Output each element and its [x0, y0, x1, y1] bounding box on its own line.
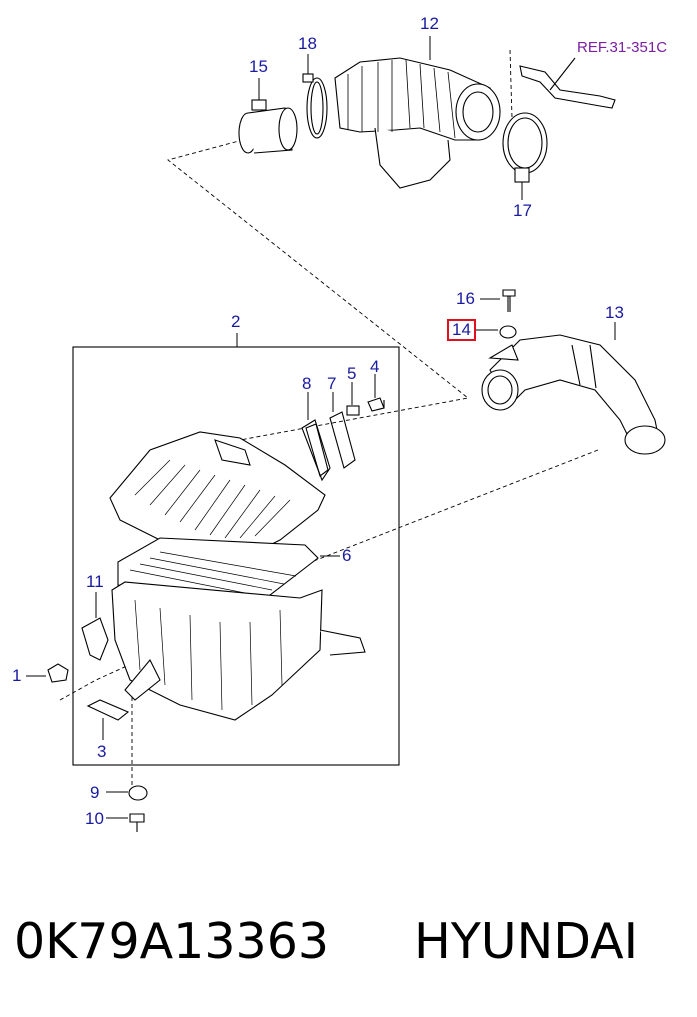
callout-17: 17 [513, 201, 532, 220]
callout-8: 8 [302, 374, 312, 393]
grommet-9 [128, 785, 148, 801]
callout-12: 12 [420, 14, 439, 33]
air-cleaner-assembly-frame [72, 346, 400, 766]
air-intake-hose [334, 57, 501, 189]
callout-10: 10 [85, 809, 104, 828]
ref-breather-hose [519, 57, 616, 109]
callout-3: 3 [97, 742, 107, 761]
grommet-5 [346, 405, 360, 416]
callout-14: 14 [452, 320, 471, 339]
gasket-8 [301, 419, 331, 482]
screw-4 [367, 397, 385, 412]
ref-label: REF.31-351C [577, 39, 668, 56]
air-duct-hose [481, 334, 666, 455]
callout-13: 13 [605, 303, 624, 322]
callout-2: 2 [231, 312, 241, 331]
callout-4: 4 [370, 357, 380, 376]
hose-clamp-17 [502, 112, 548, 183]
pad-3 [86, 699, 130, 721]
bracket-11 [81, 617, 109, 661]
callout-15: 15 [249, 57, 268, 76]
callout-6: 6 [342, 546, 352, 565]
brand-name: HYUNDAI [414, 913, 639, 970]
part-number: 0K79A13363 [14, 913, 330, 970]
hose-clamp-18 [302, 73, 328, 139]
seal-7 [329, 411, 356, 469]
callout-18: 18 [298, 34, 317, 53]
air-flow-sensor-part [238, 99, 298, 154]
nut-1 [47, 663, 69, 683]
callout-11: 11 [86, 572, 104, 591]
bolt-16 [502, 289, 516, 312]
bolt-10 [129, 813, 145, 832]
exploded-parts-diagram [26, 36, 666, 832]
callout-5: 5 [347, 364, 357, 383]
nut-14 [499, 325, 517, 339]
callout-1: 1 [12, 666, 22, 685]
callout-7: 7 [327, 374, 337, 393]
callout-9: 9 [90, 783, 100, 802]
callout-16: 16 [456, 289, 475, 308]
caption-bar: 0K79A13363 HYUNDAI [0, 895, 697, 985]
highlight-box-14 [447, 319, 476, 341]
air-cleaner-lower-body [111, 581, 366, 721]
